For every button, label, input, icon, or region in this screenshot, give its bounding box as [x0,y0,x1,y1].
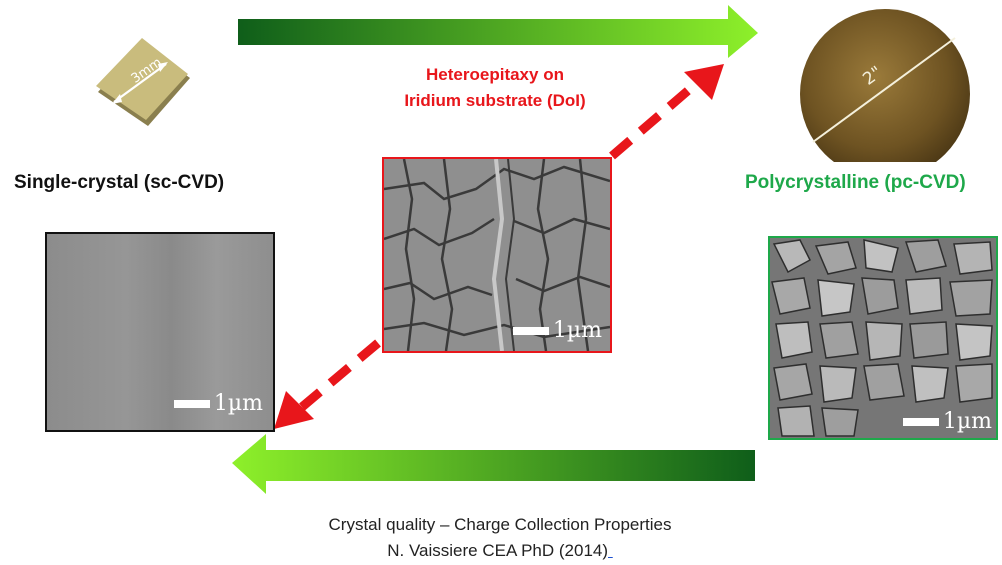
citation-link-mark[interactable] [608,541,613,560]
polycrystalline-scale-bar: 1µm [902,409,992,434]
heteroepitaxy-label-line1: Heteroepitaxy on [426,65,564,84]
top-gradient-arrow [238,5,758,58]
heteroepitaxy-sem-image: 1µm [382,157,612,353]
single-crystal-title: Single-crystal (sc-CVD) [14,172,225,193]
heteroepitaxy-scale-label: 1µm [552,318,602,343]
single-crystal-scale-bar: 1µm [173,391,263,416]
heteroepitaxy-label-line2: Iridium substrate (DoI) [404,91,586,110]
single-crystal-sem-image: 1µm [45,232,275,432]
caption-citation: N. Vaissiere CEA PhD (2014) [387,541,609,560]
polycrystalline-wafer-icon: 2" [800,9,970,162]
caption: Crystal quality – Charge Collection Prop… [200,512,800,564]
polycrystalline-scale-label: 1µm [942,409,992,434]
bottom-gradient-arrow [232,434,755,494]
heteroepitaxy-label: Heteroepitaxy on Iridium substrate (DoI) [360,62,630,114]
caption-line1: Crystal quality – Charge Collection Prop… [328,515,672,534]
polycrystalline-sem-image: 1µm [768,236,998,440]
caption-line2: N. Vaissiere CEA PhD (2014) [200,538,800,564]
single-crystal-scale-label: 1µm [213,391,263,416]
single-crystal-chip-icon: 3mm [96,38,190,126]
heteroepitaxy-scale-bar: 1µm [512,318,602,343]
red-dashed-arrow-to-pc [609,64,724,160]
red-dashed-arrow-to-sc [274,339,381,429]
polycrystalline-title: Polycrystalline (pc-CVD) [745,172,966,193]
